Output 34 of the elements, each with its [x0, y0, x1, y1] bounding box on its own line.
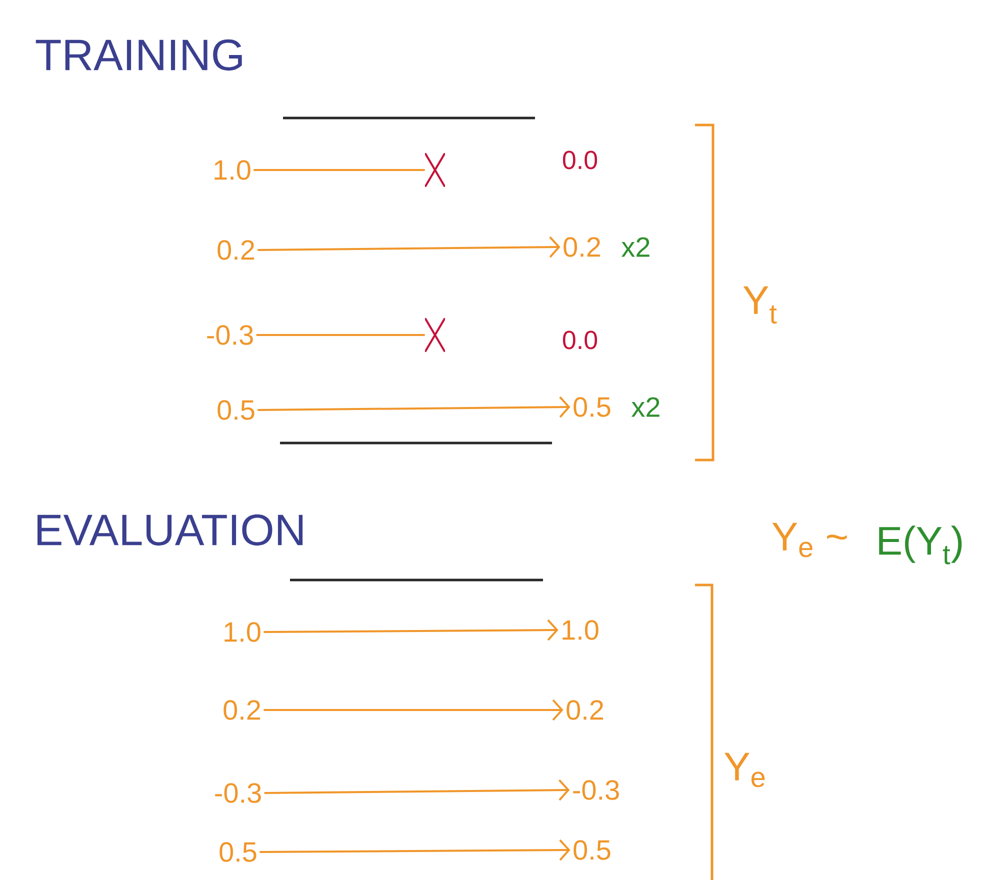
arrow [264, 779, 570, 801]
formula-text: Y$_{e}$ ~ [772, 522, 847, 558]
multiplier-text: x2 [632, 397, 660, 417]
multiplier-text: x2 [622, 237, 650, 257]
output-symbol: Y$_{t}$ [743, 286, 777, 324]
arrow [258, 396, 570, 418]
arrow [258, 236, 560, 258]
value-text: 0.2 [224, 700, 260, 720]
value-text: 1.0 [224, 622, 260, 642]
value-text: 0.5 [574, 840, 610, 860]
value-text: 0.2 [218, 240, 254, 260]
value-text: -0.3 [207, 325, 253, 345]
value-text: 0.5 [218, 400, 254, 420]
dropped-value: 0.0 [562, 330, 598, 350]
arrow [264, 699, 564, 721]
section-title: EVALUATION [38, 514, 303, 546]
section-title: TRAINING [36, 39, 242, 71]
value-text: -0.3 [573, 780, 619, 800]
formula-text: E(Y$_{t}$) [879, 526, 962, 564]
value-text: 1.0 [562, 620, 598, 640]
cross-mark [425, 153, 445, 187]
value-text: 0.5 [220, 842, 256, 862]
value-text: 1.0 [214, 160, 250, 180]
line [254, 169, 425, 171]
cross-mark [425, 318, 445, 352]
value-text: 0.2 [566, 700, 604, 720]
dropped-value: 0.0 [562, 150, 598, 170]
arrow [264, 619, 558, 641]
value-text: 0.2 [564, 237, 600, 257]
value-text: 0.5 [574, 397, 610, 417]
output-symbol: Y$_{e}$ [724, 752, 765, 788]
arrow [260, 839, 570, 861]
line [256, 334, 425, 336]
value-text: -0.3 [215, 783, 261, 803]
